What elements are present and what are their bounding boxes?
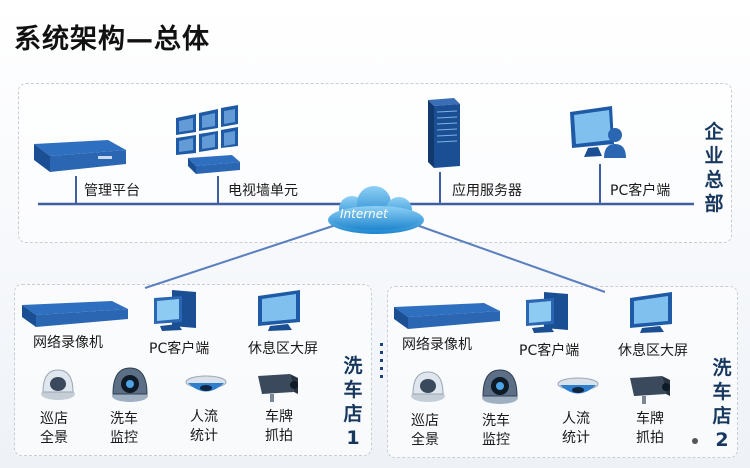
store2-pc-icon xyxy=(526,292,568,333)
mgmt-label: 管理平台 xyxy=(84,183,140,199)
app-server-icon xyxy=(428,98,460,168)
store1-flow-camera-icon xyxy=(185,375,227,392)
store1-nvr-label: 网络录像机 xyxy=(33,335,103,351)
page-title: 系统架构—总体 xyxy=(14,24,210,55)
store2-dome-camera-icon xyxy=(411,371,445,402)
video-wall-icon xyxy=(176,105,240,174)
link-store2 xyxy=(407,221,606,293)
store1-plate-label: 车牌 抓拍 xyxy=(265,409,293,444)
store1-vertical-label: 洗 车 店 1 xyxy=(343,355,363,449)
store2-flow-camera-icon xyxy=(557,377,599,394)
store2-wash-label: 洗车 监控 xyxy=(482,413,510,448)
pcclient-label: PC客户端 xyxy=(610,183,671,199)
management-server-icon xyxy=(34,140,126,172)
store2-plate-camera-icon xyxy=(630,376,670,404)
appserver-label: 应用服务器 xyxy=(452,183,522,199)
link-store1 xyxy=(144,221,346,289)
store1-wash-camera-icon xyxy=(112,367,148,402)
store1-flow-label: 人流 统计 xyxy=(190,409,218,444)
internet-label: Internet xyxy=(340,207,388,221)
store2-lounge-label: 休息区大屏 xyxy=(618,343,688,359)
slide-marker xyxy=(692,438,698,444)
store1-dome-camera-icon xyxy=(41,369,75,400)
store1-patrol-label: 巡店 全景 xyxy=(40,411,68,446)
store1-pc-icon xyxy=(154,290,196,331)
store1-pc-label: PC客户端 xyxy=(149,341,210,357)
hq-vertical-label: 企 业 总 部 xyxy=(704,121,724,215)
store1-wash-label: 洗车 监控 xyxy=(110,411,138,446)
store1-lounge-label: 休息区大屏 xyxy=(248,341,318,357)
pc-client-user-icon xyxy=(570,106,626,158)
videowall-label: 电视墙单元 xyxy=(228,183,298,199)
store1-nvr-icon xyxy=(22,301,128,327)
internet-cloud-icon xyxy=(328,186,424,234)
store2-flow-label: 人流 统计 xyxy=(562,411,590,446)
store2-vertical-label: 洗 车 店 2 xyxy=(712,357,732,451)
store2-lounge-screen-icon xyxy=(630,292,672,333)
store1-lounge-screen-icon xyxy=(258,290,300,331)
store2-nvr-icon xyxy=(394,303,500,329)
store1-plate-camera-icon xyxy=(258,374,298,402)
store2-plate-label: 车牌 抓拍 xyxy=(636,411,664,446)
store2-pc-label: PC客户端 xyxy=(519,343,580,359)
store2-patrol-label: 巡店 全景 xyxy=(411,413,439,448)
store2-wash-camera-icon xyxy=(482,369,518,404)
separator-dots xyxy=(380,343,383,378)
store2-nvr-label: 网络录像机 xyxy=(402,337,472,353)
